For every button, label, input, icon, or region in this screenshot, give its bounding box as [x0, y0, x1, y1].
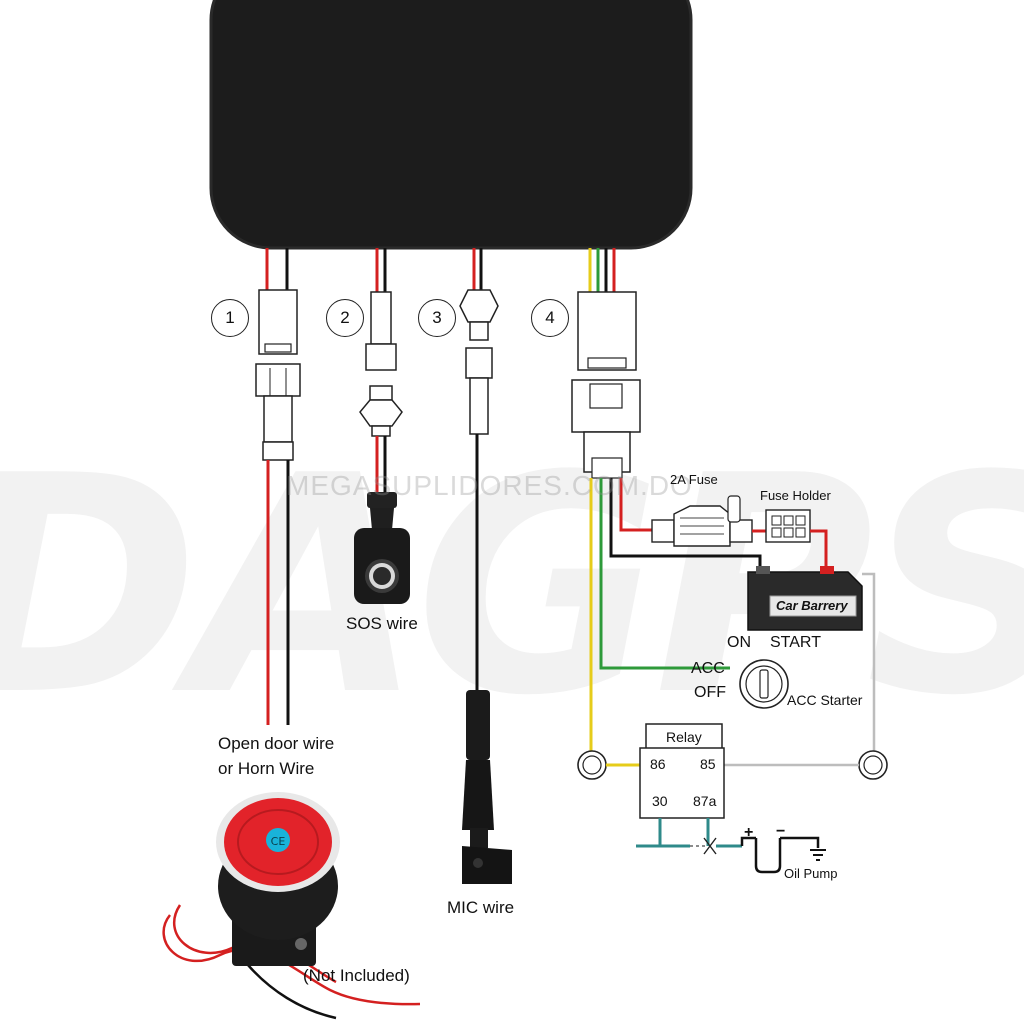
car-battery-label: Car Barrery	[776, 598, 848, 613]
oil-pump-symbol	[740, 836, 826, 874]
oil-pump-label: Oil Pump	[784, 866, 838, 881]
fuse	[651, 495, 766, 547]
connector-marker-4: 4	[531, 299, 569, 337]
connector-3-assembly	[459, 248, 499, 695]
ignition-on-label: ON	[727, 634, 751, 651]
svg-text:CE: CE	[271, 835, 286, 848]
acc-starter-label: ACC Starter	[787, 692, 863, 708]
oil-pump-plus: +	[744, 824, 754, 841]
fuse-holder	[765, 509, 828, 568]
sos-wire-label: SOS wire	[346, 614, 418, 633]
sos-button	[354, 492, 410, 604]
ignition-acc-label: ACC	[691, 660, 725, 677]
not-included-label: (Not Included)	[303, 966, 410, 985]
relay-pin-30: 30	[652, 793, 668, 809]
siren: CE	[162, 792, 421, 1020]
car-battery	[747, 566, 876, 752]
ignition-off-label: OFF	[694, 684, 726, 701]
ignition-switch	[739, 659, 789, 709]
relay-pin-86: 86	[650, 756, 666, 772]
relay-label: Relay	[666, 729, 702, 745]
relay-pin-87a: 87a	[693, 793, 717, 809]
open-door-label-line1: Open door wire	[218, 734, 335, 753]
relay-circuit	[577, 723, 888, 855]
watermark-brand: DAGPS	[0, 412, 1024, 761]
microphone	[462, 690, 512, 884]
ignition-start-label: START	[770, 634, 821, 651]
watermark-site-text: MEGASUPLIDORES.COM.DO	[286, 470, 693, 501]
connector-marker-2: 2	[326, 299, 364, 337]
fuse-label: 2A Fuse	[670, 472, 718, 487]
connector-4-assembly	[571, 248, 762, 750]
oil-pump-minus: −	[776, 823, 786, 840]
connector-1-assembly	[255, 248, 301, 725]
connector-marker-1: 1	[211, 299, 249, 337]
relay-pin-85: 85	[700, 756, 716, 772]
gps-tracker-device	[209, 0, 693, 250]
connector-marker-3: 3	[418, 299, 456, 337]
fuse-holder-label: Fuse Holder	[760, 488, 831, 503]
mic-wire-label: MIC wire	[447, 898, 515, 917]
connector-2-assembly	[359, 248, 403, 495]
open-door-label-line2: or Horn Wire	[218, 759, 315, 778]
